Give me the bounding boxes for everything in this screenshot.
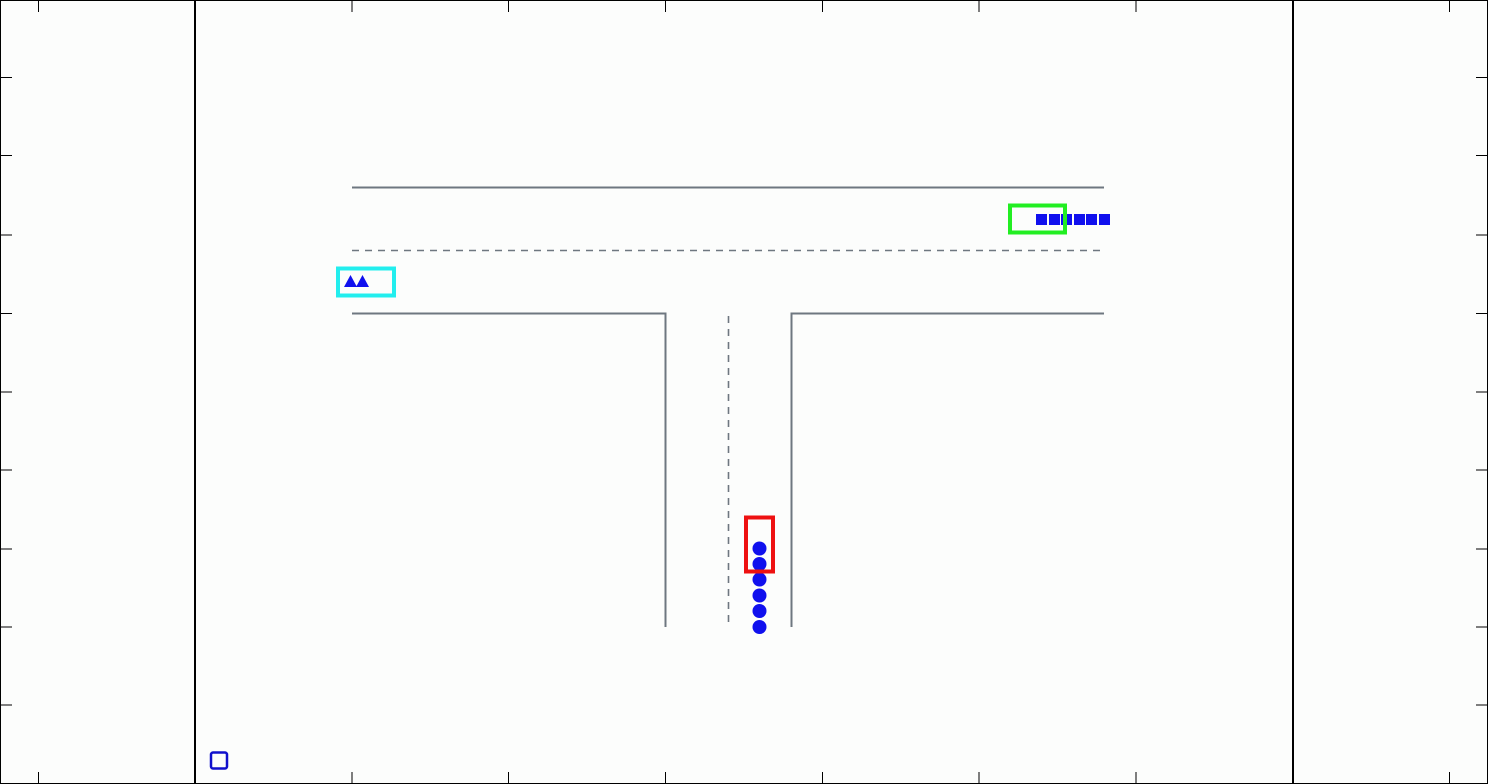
trajectory-point [752,557,767,571]
vehicle-cyan-group [336,266,396,298]
trajectory-circles [752,541,767,634]
square-outline-icon [209,751,229,770]
trajectory-point [1036,214,1047,225]
main-road-bottom-left-edge [352,312,667,627]
trajectory-point [356,275,369,287]
trajectory-point [1099,214,1110,225]
vehicle-green-group [1008,203,1110,235]
vehicle-red[interactable] [744,515,775,574]
vehicle-red-group [744,515,775,634]
road [352,186,1104,627]
trajectory-point [344,275,357,287]
trajectory-point [752,604,767,618]
trajectory-point [1049,214,1060,225]
main-road-bottom-right-edge [790,312,1104,627]
vehicle-green[interactable] [1008,203,1067,235]
trajectory-point [752,572,767,587]
trajectory-point [1086,214,1097,225]
trajectory-point [1074,214,1085,225]
vehicle-cyan[interactable] [336,266,396,298]
trajectory-point [752,620,767,634]
trajectory-point [752,541,767,556]
trajectory-point [752,588,767,603]
trajectory-triangles [344,275,369,287]
